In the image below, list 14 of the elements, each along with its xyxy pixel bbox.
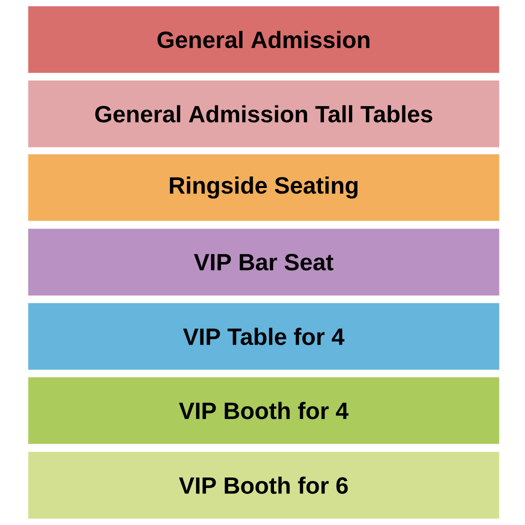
section-band <box>28 154 500 221</box>
section-label: General Admission <box>158 30 370 48</box>
section-label: VIP Booth for 4 <box>178 402 348 420</box>
section-band <box>28 80 500 148</box>
section-label: VIP Bar Seat <box>194 254 334 270</box>
section-label: General Admission Tall Tables <box>95 105 432 122</box>
section-label: Ringside Seating <box>170 176 358 199</box>
section-band <box>28 6 500 73</box>
section-band <box>28 452 500 519</box>
section-band <box>28 228 500 296</box>
section-label: VIP Table for 4 <box>183 328 344 346</box>
section-label: VIP Booth for 6 <box>178 476 348 494</box>
section-band <box>28 377 500 444</box>
section-band <box>28 303 500 370</box>
